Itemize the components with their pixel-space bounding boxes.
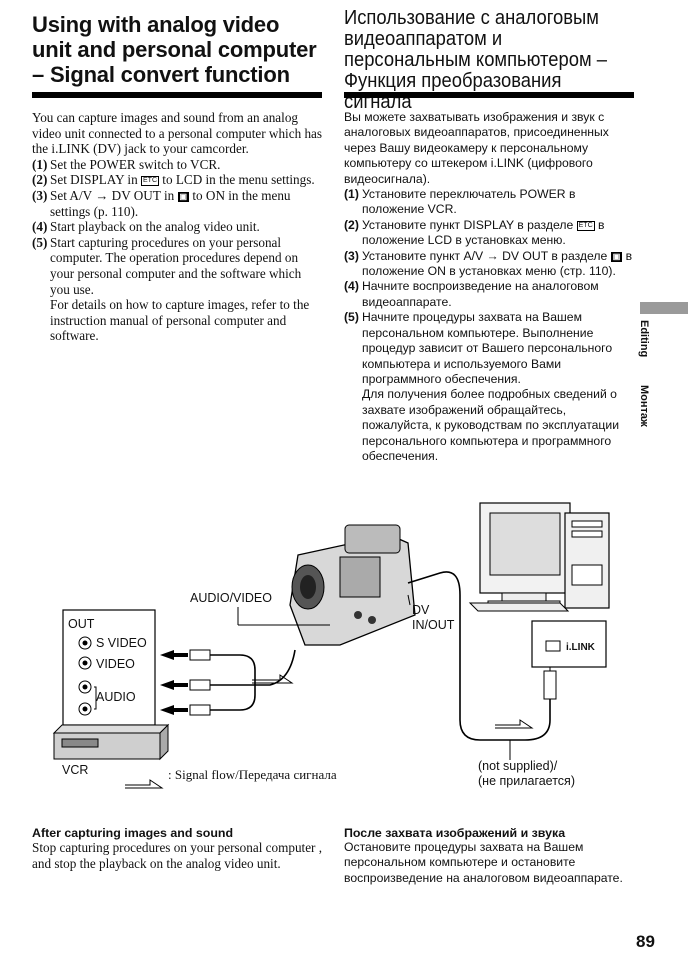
step-2-en: (2) Set DISPLAY in ETC to LCD in the men…	[32, 172, 315, 188]
side-label-en: Editing	[638, 320, 650, 358]
step-1-en: (1)Set the POWER switch to VCR.	[32, 156, 221, 172]
vcr-icon	[52, 723, 170, 761]
video-label: VIDEO	[96, 657, 135, 671]
audio-video-label: AUDIO/VIDEO	[190, 591, 272, 605]
connection-diagram	[52, 502, 610, 789]
signal-flow-arrow-icon	[125, 674, 534, 789]
vcr-output-panel	[62, 609, 156, 726]
after-heading-ru: После захвата изображений и звука	[344, 826, 566, 840]
english-body: You can capture images and sound from an…	[32, 110, 324, 344]
step-3-ru: (3) Установите пункт A/V → DV OUT в разд…	[344, 248, 633, 279]
after-section-en: After capturing images and sound Stop ca…	[32, 826, 324, 871]
after-section-ru: После захвата изображений и звука Остано…	[344, 826, 636, 886]
camcorder-icon	[289, 524, 416, 646]
after-text-ru: Остановите процедуры захвата на Вашем пе…	[344, 840, 623, 885]
step-3-en: (3) Set A/V → DV OUT in ▣ to ON in the m…	[32, 187, 291, 219]
out-label: OUT	[68, 617, 95, 631]
s-video-label: S VIDEO	[96, 636, 147, 650]
side-label-ru: Монтаж	[638, 385, 650, 427]
vcr-label: VCR	[62, 763, 89, 777]
etc-menu-icon: ETC	[141, 176, 159, 187]
rule-en	[32, 92, 322, 98]
signal-flow-label: : Signal flow/Передача сигнала	[168, 767, 337, 782]
computer-tower-icon	[564, 512, 610, 609]
after-heading-en: After capturing images and sound	[32, 826, 234, 840]
ilink-label: i.LINK	[566, 642, 595, 653]
title-ru: Использование с аналоговым видеоаппарато…	[344, 7, 607, 113]
dv-in-out-label: DV IN/OUT	[412, 603, 455, 632]
computer-monitor-icon	[479, 502, 571, 608]
intro-en: You can capture images and sound from an…	[32, 110, 323, 157]
russian-body: Вы можете захватывать изображения и звук…	[344, 110, 636, 464]
audio-label: AUDIO	[96, 690, 136, 704]
section-tab	[640, 302, 688, 314]
vtr-menu-icon: ▣	[610, 251, 623, 262]
details-en: For details on how to capture images, re…	[50, 297, 310, 344]
step-4-ru: (4)Начните воспроизведение на аналоговом…	[344, 279, 599, 309]
etc-menu-icon: ETC	[576, 220, 595, 231]
step-1-ru: (1)Установите переключатель POWER в поло…	[344, 187, 576, 217]
vtr-menu-icon: ▣	[177, 191, 190, 202]
not-supplied-label: (not supplied)/ (не прилагается)	[478, 759, 575, 788]
title-en: Using with analog video unit and persona…	[32, 12, 317, 87]
rule-ru	[344, 92, 634, 98]
step-2-ru: (2) Установите пункт DISPLAY в разделе E…	[344, 217, 605, 248]
dv-cable	[407, 571, 551, 741]
details-ru: Для получения более подробных сведений о…	[362, 387, 620, 463]
step-5-ru: (5)Начните процедуры захвата на Вашем пе…	[344, 310, 613, 386]
step-4-en: (4)Start playback on the analog video un…	[32, 219, 260, 235]
after-text-en: Stop capturing procedures on your person…	[32, 840, 323, 871]
step-5-en: (5)Start capturing procedures on your pe…	[32, 234, 302, 297]
ilink-jack-panel	[531, 620, 607, 668]
intro-ru: Вы можете захватывать изображения и звук…	[344, 110, 609, 186]
page-number: 89	[636, 932, 655, 951]
